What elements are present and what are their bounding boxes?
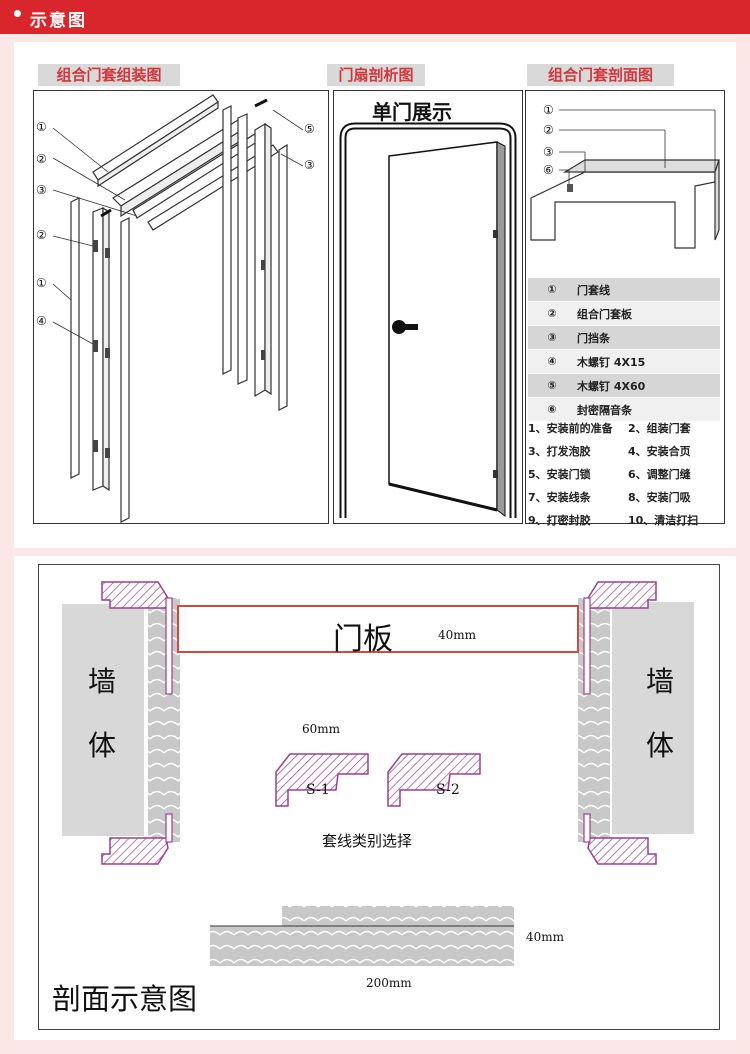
callout-3b: ③ bbox=[304, 158, 315, 172]
section-callout-1: ① bbox=[543, 103, 554, 117]
callout-4: ④ bbox=[36, 314, 47, 328]
part-num: ③ bbox=[528, 325, 576, 350]
step-text: 3、打发泡胶 bbox=[528, 445, 591, 458]
section-header-title: 示意图 bbox=[30, 11, 87, 31]
callout-2b: ② bbox=[36, 228, 47, 242]
step-text: 8、安装门吸 bbox=[628, 491, 691, 504]
list-item: 5、安装门锁 6、调整门缝 bbox=[528, 463, 728, 486]
part-name: 门套线 bbox=[576, 277, 720, 302]
wall-left-char-1: 墙 bbox=[88, 665, 117, 698]
part-name: 封密隔音条 bbox=[576, 397, 720, 421]
board-width-label: 200mm bbox=[366, 976, 412, 990]
door-view-frame bbox=[333, 90, 523, 524]
callout-1a: ① bbox=[36, 120, 47, 134]
section-header: 示意图 bbox=[0, 0, 750, 34]
step-text: 7、安装线条 bbox=[528, 491, 591, 504]
assembly-frame bbox=[33, 90, 329, 524]
assembly-drawing bbox=[52, 94, 304, 523]
wall-left-char-2: 体 bbox=[88, 729, 117, 762]
callout-3a: ③ bbox=[36, 183, 47, 197]
board-thickness-label: 40mm bbox=[526, 930, 565, 944]
trim-caption: 套线类别选择 bbox=[322, 832, 413, 850]
section-view-frame bbox=[525, 90, 725, 524]
door-view-title: 单门展示 bbox=[372, 100, 452, 124]
part-num: ② bbox=[528, 301, 576, 326]
door-panel-label: 门板 bbox=[333, 622, 393, 657]
trim-option-s1: S-1 bbox=[306, 782, 330, 798]
part-num: ① bbox=[528, 277, 576, 302]
step-text: 4、安装合页 bbox=[628, 445, 691, 458]
step-text: 9、打密封胶 bbox=[528, 514, 591, 527]
step-text: 5、安装门锁 bbox=[528, 468, 591, 481]
callout-1b: ① bbox=[36, 276, 47, 290]
wall-right-char-1: 墙 bbox=[646, 665, 675, 698]
door-lever bbox=[400, 324, 418, 330]
trim-option-s2: S-2 bbox=[436, 782, 460, 798]
callout-5: ⑤ bbox=[304, 122, 315, 136]
door-drawing bbox=[339, 122, 517, 518]
trim-width-label: 60mm bbox=[302, 722, 341, 736]
assembly-title: 组合门套组装图 bbox=[38, 64, 180, 86]
section-callout-3: ③ bbox=[543, 145, 554, 159]
section-drawing bbox=[530, 109, 720, 249]
list-item: 1、安装前的准备 2、组装门套 bbox=[528, 417, 728, 440]
install-steps: 1、安装前的准备 2、组装门套 3、打发泡胶 4、安装合页 5、安装门锁 6、调整门缝… bbox=[528, 417, 728, 532]
part-name: 木螺钉 4X60 bbox=[576, 373, 720, 398]
cross-section-drawing bbox=[62, 581, 694, 966]
part-num: ④ bbox=[528, 349, 576, 374]
part-num: ⑤ bbox=[528, 373, 576, 398]
part-name: 木螺钉 4X15 bbox=[576, 349, 720, 374]
door-thickness-label: 40mm bbox=[438, 628, 477, 642]
callout-2a: ② bbox=[36, 152, 47, 166]
list-item: 7、安装线条 8、安装门吸 bbox=[528, 486, 728, 509]
list-item: 3、打发泡胶 4、安装合页 bbox=[528, 440, 728, 463]
step-text: 6、调整门缝 bbox=[628, 468, 691, 481]
part-name: 组合门套板 bbox=[576, 301, 720, 326]
part-num: ⑥ bbox=[528, 397, 576, 421]
step-text: 10、清洁打扫 bbox=[628, 514, 699, 527]
wall-right-char-2: 体 bbox=[646, 729, 675, 762]
section-view-tab: 组合门套剖面图 bbox=[527, 64, 674, 86]
bullet-icon bbox=[14, 10, 21, 17]
step-text: 2、组装门套 bbox=[628, 422, 691, 435]
part-name: 门挡条 bbox=[576, 325, 720, 350]
door-view-tab: 门扇剖析图 bbox=[327, 64, 425, 86]
step-text: 1、安装前的准备 bbox=[528, 422, 613, 435]
door-handle-icon bbox=[392, 320, 406, 334]
section-callout-6: ⑥ bbox=[543, 163, 554, 177]
list-item: 9、打密封胶 10、清洁打扫 bbox=[528, 509, 728, 532]
section-callout-2: ② bbox=[543, 123, 554, 137]
cross-section-caption: 剖面示意图 bbox=[52, 982, 198, 1016]
